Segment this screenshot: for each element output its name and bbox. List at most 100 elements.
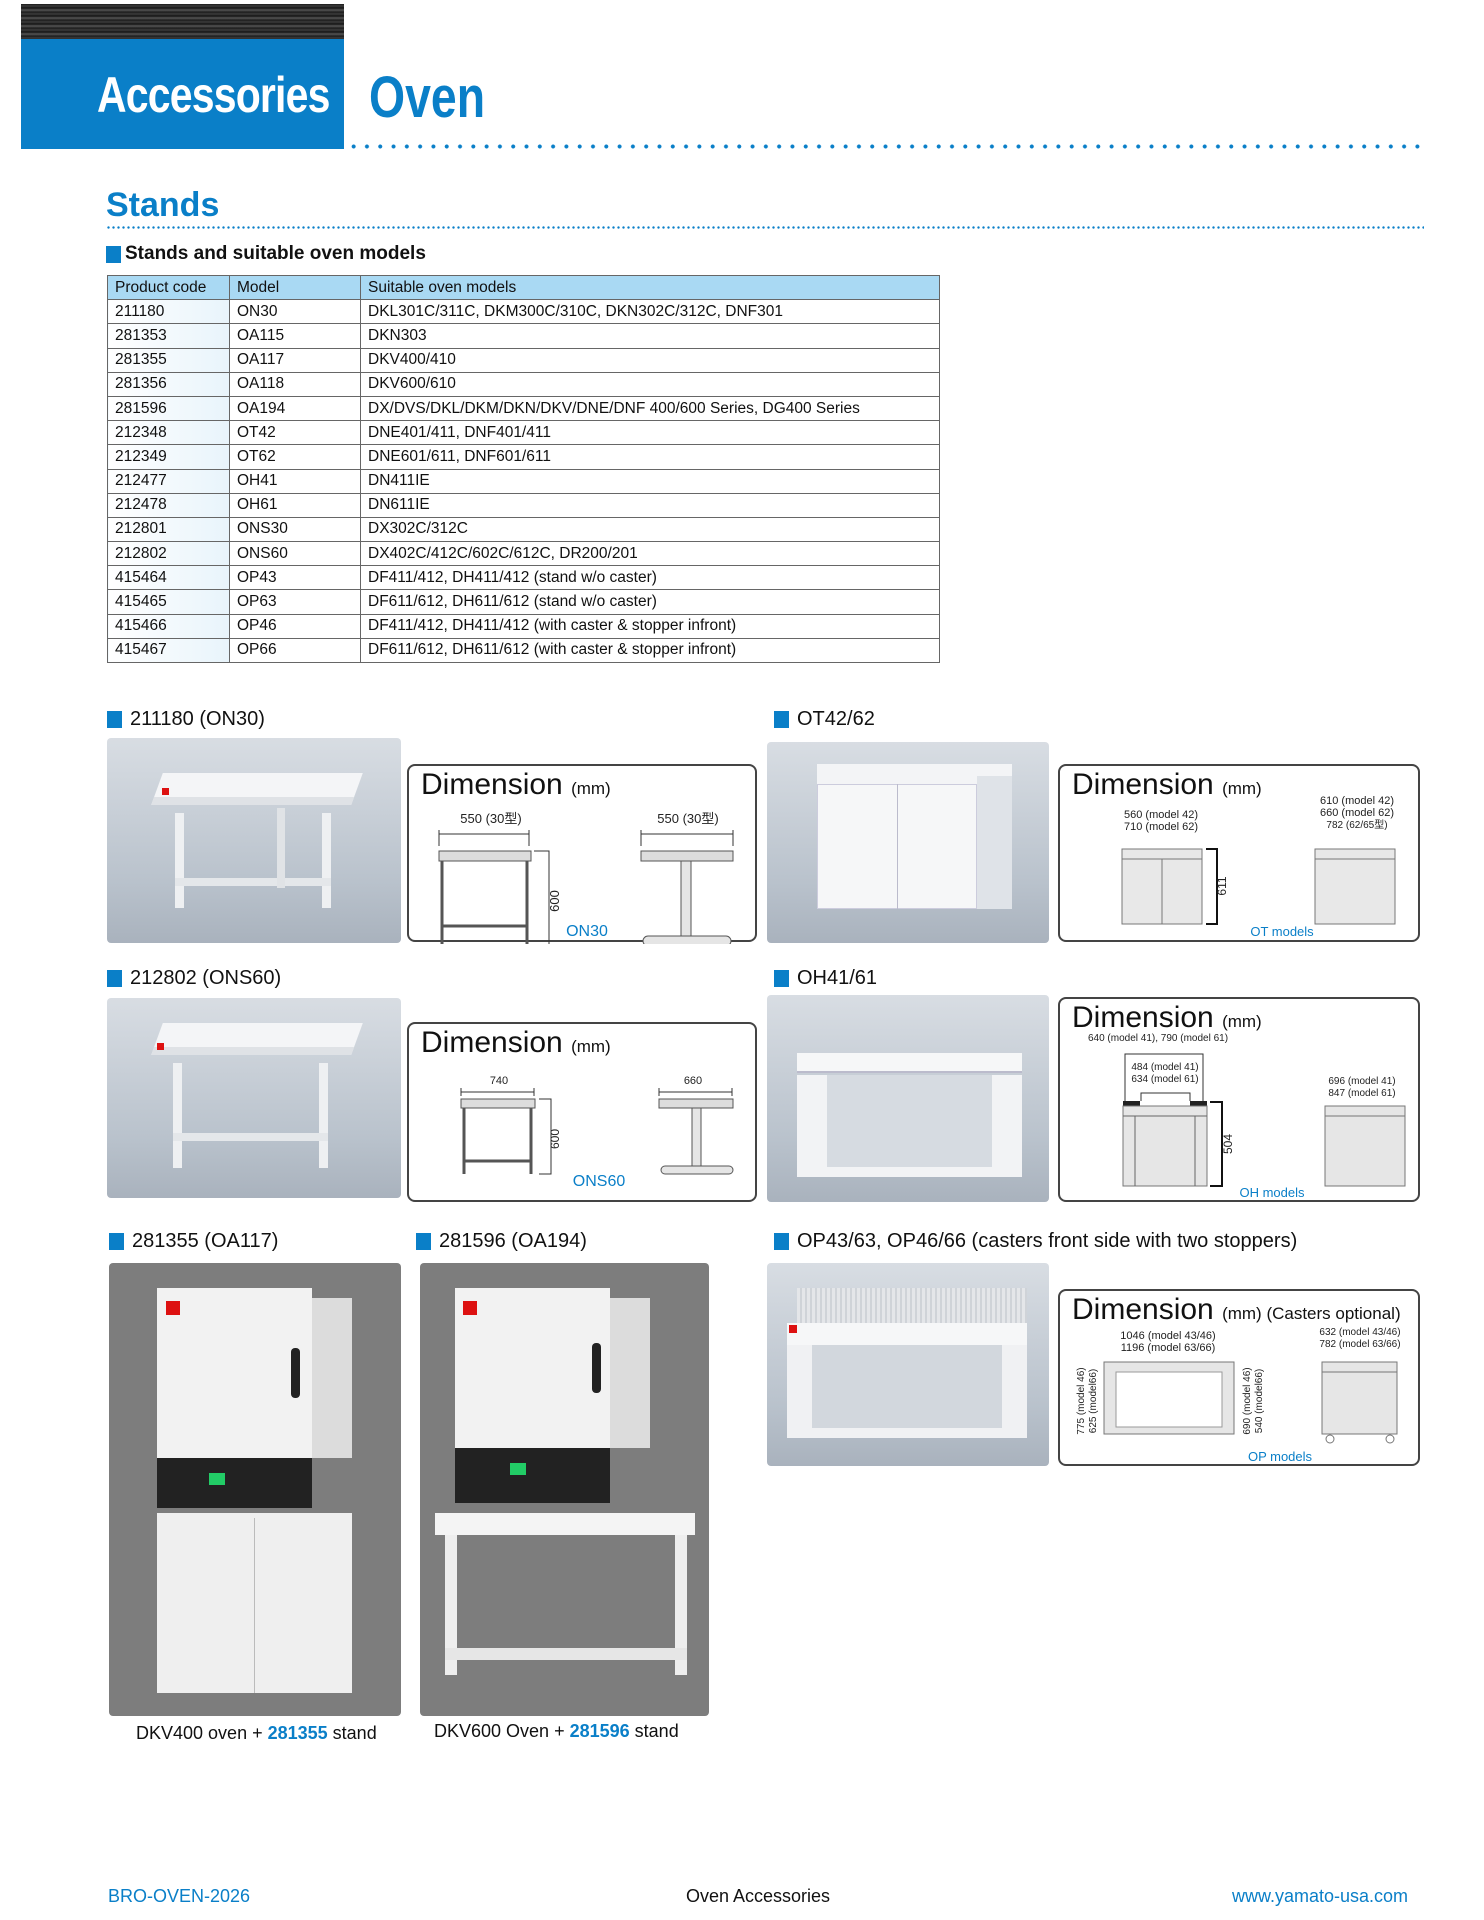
- model-cell: OP46: [229, 613, 361, 639]
- product-label-oa194: 281596 (OA194): [416, 1230, 587, 1253]
- svg-text:600: 600: [547, 890, 562, 912]
- page-title: Oven: [369, 65, 486, 130]
- model-cell: OA194: [229, 395, 361, 422]
- section-title: Stands: [106, 186, 220, 224]
- suitable-models-cell: DKN303: [360, 323, 940, 349]
- footer-doc-code: BRO-OVEN-2026: [108, 1886, 251, 1906]
- svg-text:560 (model 42): 560 (model 42): [1124, 809, 1198, 821]
- model-cell: OP66: [229, 637, 361, 664]
- caption-oa117: DKV400 oven + 281355 stand: [136, 1723, 377, 1743]
- product-label-op: OP43/63, OP46/66 (casters front side wit…: [774, 1230, 1297, 1253]
- oh-stand-photo: [767, 995, 1049, 1202]
- product-label-oh: OH41/61: [774, 967, 877, 990]
- suitable-models-cell: DF411/412, DH411/412 (stand w/o caster): [360, 565, 940, 591]
- svg-text:710 (model 62): 710 (model 62): [1124, 821, 1198, 833]
- suitable-models-cell: DX/DVS/DKL/DKM/DKN/DKV/DNE/DNF 400/600 S…: [360, 395, 940, 422]
- svg-text:847 (model 61): 847 (model 61): [1328, 1088, 1395, 1099]
- ons60-dimension-box: Dimension (mm) 740 660 600 ONS60: [407, 1022, 757, 1202]
- bullet-square-icon: [107, 970, 122, 987]
- dimension-title: Dimension (mm): [421, 768, 611, 801]
- dimension-title: Dimension (mm) (Casters optional): [1072, 1293, 1401, 1326]
- svg-text:660 (model 62): 660 (model 62): [1320, 807, 1394, 819]
- suitable-models-cell: DX402C/412C/602C/612C, DR200/201: [360, 541, 940, 567]
- bullet-square-icon: [774, 711, 789, 728]
- column-header: Suitable oven models: [360, 274, 940, 301]
- op-dimension-box: Dimension (mm) (Casters optional) 1046 (…: [1058, 1289, 1420, 1466]
- label-text: 211180 (ON30): [130, 708, 265, 730]
- bullet-square-icon: [109, 1233, 124, 1250]
- divider: [347, 144, 1425, 149]
- table-header-row: Product code Model Suitable oven models: [107, 274, 940, 301]
- dkv400-with-oa117-photo: [109, 1263, 401, 1716]
- svg-text:OT models: OT models: [1250, 924, 1314, 939]
- suitable-models-cell: DKV600/610: [360, 371, 940, 397]
- product-code-cell: 212801: [107, 516, 230, 543]
- svg-text:OH models: OH models: [1239, 1185, 1305, 1200]
- suitable-models-cell: DNE601/611, DNF601/611: [360, 444, 940, 470]
- svg-text:1196 (model 63/66): 1196 (model 63/66): [1121, 1342, 1216, 1354]
- product-code-cell: 212477: [107, 468, 230, 494]
- column-header: Model: [229, 274, 361, 301]
- product-label-ot: OT42/62: [774, 708, 875, 731]
- footer-website-link[interactable]: www.yamato-usa.com: [1232, 1886, 1409, 1906]
- svg-text:690 (model 46): 690 (model 46): [1242, 1367, 1253, 1434]
- dkv600-with-oa194-photo: [420, 1263, 709, 1716]
- svg-text:1046 (model 43/46): 1046 (model 43/46): [1120, 1330, 1215, 1342]
- model-cell: OT62: [229, 444, 361, 470]
- label-text: OT42/62: [797, 708, 875, 730]
- ons60-dimension-drawing: 740 660 600 ONS60: [460, 1075, 734, 1190]
- model-cell: OA118: [229, 371, 361, 397]
- on30-dimension-box: Dimension (mm) 550 (30型) 550 (30型) 600 O…: [407, 764, 757, 944]
- svg-text:696 (model 41): 696 (model 41): [1328, 1076, 1395, 1087]
- suitable-models-cell: DN411IE: [360, 468, 940, 494]
- product-code-cell: 281356: [107, 371, 230, 397]
- product-code-cell: 212348: [107, 420, 230, 446]
- svg-text:550 (30型): 550 (30型): [460, 811, 521, 826]
- oh-dimension-box: Dimension (mm) 640 (model 41), 790 (mode…: [1058, 997, 1420, 1202]
- model-cell: ON30: [229, 299, 361, 325]
- svg-text:ON30: ON30: [566, 923, 608, 940]
- product-code-cell: 281353: [107, 323, 230, 349]
- model-cell: OH41: [229, 468, 361, 494]
- product-label-on30: 211180 (ON30): [107, 708, 265, 731]
- svg-text:775 (model 46): 775 (model 46): [1076, 1367, 1087, 1434]
- stand-top: [151, 773, 363, 805]
- dimension-title: Dimension (mm): [1072, 768, 1262, 801]
- product-code-cell: 415466: [107, 613, 230, 639]
- svg-text:600: 600: [548, 1129, 562, 1149]
- model-cell: OH61: [229, 492, 361, 518]
- dimension-title: Dimension (mm): [421, 1026, 611, 1059]
- product-code-cell: 212349: [107, 444, 230, 470]
- model-cell: OA117: [229, 347, 361, 373]
- ons60-stand-photo: [107, 998, 401, 1198]
- yamato-logo-icon: [166, 1301, 180, 1315]
- yamato-logo-icon: [162, 788, 169, 795]
- ot-dimension-box: Dimension (mm) 560 (model 42) 710 (model…: [1058, 764, 1420, 942]
- svg-text:OP models: OP models: [1248, 1449, 1313, 1464]
- product-code-cell: 212802: [107, 541, 230, 567]
- label-text: 281355 (OA117): [132, 1230, 279, 1252]
- product-code-cell: 281596: [107, 395, 230, 422]
- category-title: Accessories: [97, 67, 330, 123]
- product-code-cell: 211180: [107, 299, 230, 325]
- model-cell: ONS60: [229, 541, 361, 567]
- suitable-models-cell: DKL301C/311C, DKM300C/310C, DKN302C/312C…: [360, 299, 940, 325]
- model-cell: OA115: [229, 323, 361, 349]
- svg-text:625 (model66): 625 (model66): [1088, 1369, 1099, 1433]
- label-text: 212802 (ONS60): [130, 967, 282, 989]
- op-stand-photo: [767, 1263, 1049, 1466]
- model-cell: OP63: [229, 589, 361, 615]
- ot-dimension-drawing: 560 (model 42) 710 (model 62) 610 (model…: [1121, 795, 1396, 939]
- stands-table: Product code Model Suitable oven models …: [107, 274, 940, 664]
- product-code-cell: 281355: [107, 347, 230, 373]
- svg-text:640 (model 41), 790 (model 61): 640 (model 41), 790 (model 61): [1088, 1033, 1228, 1044]
- column-header: Product code: [107, 274, 230, 301]
